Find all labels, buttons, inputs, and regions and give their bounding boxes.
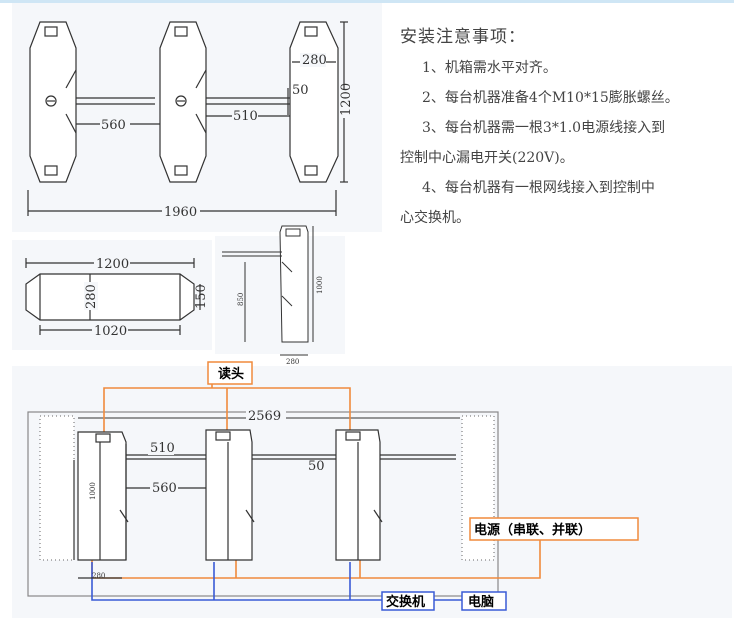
note-4-cont: 心交换机。	[400, 210, 470, 226]
dim-1960: 1960	[164, 205, 197, 220]
turnstile-unit-3	[289, 21, 339, 183]
dim-560-front: 560	[152, 481, 177, 496]
dim-280-cabinet: 280	[84, 284, 99, 309]
installation-notes: 安装注意事项： 1、机箱需水平对齐。 2、每台机器准备4个M10*15膨胀螺丝。…	[400, 22, 730, 233]
power-label: 电源（串联、并联）	[474, 522, 591, 538]
left-wall	[39, 415, 75, 561]
dim-560-top: 560	[101, 118, 126, 133]
dim-1020-cabinet: 1020	[94, 324, 127, 339]
dim-280-side: 280	[286, 358, 299, 366]
note-1: 1、机箱需水平对齐。	[422, 60, 557, 76]
dim-1200-top: 1200	[339, 83, 354, 116]
cabinet-top-dims: 1200 280 150 1020	[84, 256, 209, 339]
notes-title: 安装注意事项：	[400, 27, 526, 47]
front-turnstile-2	[205, 429, 253, 561]
dim-510-top: 510	[233, 109, 258, 124]
side-view	[222, 225, 314, 356]
note-3: 3、每台机器需一根3*1.0电源线接入到	[422, 120, 666, 136]
power-label-box	[469, 517, 639, 541]
dim-50-top: 50	[292, 83, 309, 98]
dim-280-front: 280	[92, 572, 105, 580]
top-view	[27, 21, 348, 216]
dim-1200-cabinet: 1200	[96, 257, 129, 272]
front-turnstile-3	[335, 429, 381, 561]
dim-280-top: 280	[302, 53, 327, 68]
top-border	[0, 0, 734, 3]
reader-label: 读头	[218, 366, 244, 382]
dim-850-side: 850	[237, 293, 245, 306]
dim-150-cabinet: 150	[194, 284, 209, 309]
dim-1000-front: 1000	[89, 482, 97, 500]
pc-label-box	[461, 591, 507, 611]
front-arms	[73, 454, 456, 579]
dim-2569: 2569	[248, 409, 281, 424]
front-view: 2569 510 560 50 1000 280 读头 电源（串联、并联） 交换…	[27, 361, 639, 611]
note-3-cont: 控制中心漏电开关(220V)。	[400, 150, 574, 166]
network-wiring	[91, 562, 462, 601]
dim-510-front: 510	[150, 441, 175, 456]
side-view-dims: 850 1000 280	[237, 276, 324, 366]
reader-label-box	[207, 361, 253, 385]
note-4: 4、每台机器有一根网线接入到控制中	[422, 180, 655, 196]
front-turnstile-1	[77, 431, 127, 561]
turnstile-unit-2	[159, 21, 207, 183]
turnstile-unit-1	[29, 21, 77, 183]
top-view-dims: 280 50 1200 560 510 1960	[100, 53, 354, 220]
pc-label: 电脑	[468, 594, 494, 610]
note-2: 2、每台机器准备4个M10*15膨胀螺丝。	[422, 90, 679, 106]
dim-50-front: 50	[308, 459, 325, 474]
dim-1000-side: 1000	[316, 276, 324, 294]
switch-label-box	[381, 591, 435, 611]
switch-label: 交换机	[386, 594, 425, 610]
